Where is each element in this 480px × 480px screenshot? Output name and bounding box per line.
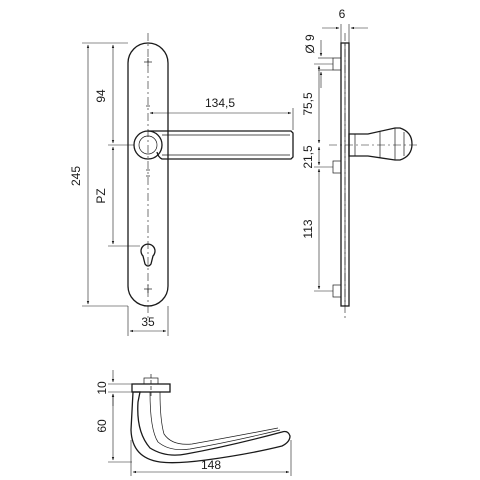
lever-side-profile: [348, 127, 413, 161]
side-view: 6 Ø 9 75,5 21,5 113: [301, 7, 420, 318]
upper-hole-spacing-dim: 75,5: [301, 92, 315, 116]
lever-arm: [148, 130, 294, 160]
handle-axis-dim: 94: [94, 89, 108, 103]
lever-length-dim: 134,5: [205, 96, 235, 110]
plate-thickness-dim: 6: [339, 7, 346, 21]
screw-stub: [332, 57, 342, 71]
lever-projection-dim: 148: [201, 458, 221, 472]
lower-hole-spacing-dim: 113: [301, 219, 315, 238]
hole-diameter-dim: Ø 9: [303, 34, 317, 54]
top-view: 10 60 148: [95, 370, 292, 476]
front-view: 245 94 PZ 134,5 35: [69, 33, 294, 336]
plate-width-dim: 35: [141, 315, 155, 329]
lever-depth-dim: 60: [95, 419, 109, 433]
cylinder-keyhole: [140, 243, 156, 267]
backset-dim: PZ: [94, 188, 108, 203]
lever-top-profile: [130, 391, 291, 464]
rose-height-dim: 10: [95, 381, 109, 395]
axis-offset-dim: 21,5: [301, 145, 315, 169]
plate-length-dim: 245: [69, 166, 83, 186]
